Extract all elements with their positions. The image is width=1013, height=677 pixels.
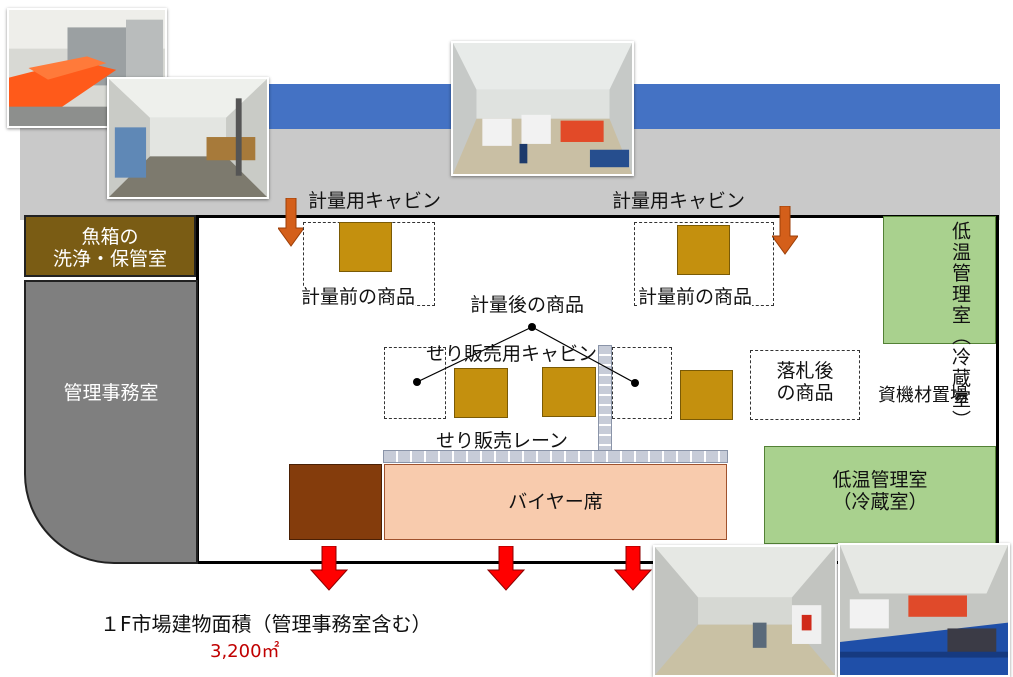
photo-weighing-area [451, 41, 634, 176]
auction-lane [383, 450, 728, 463]
cold-room-bottom: 低温管理室 （冷蔵室） [764, 446, 996, 544]
materials-area-label: 資機材置場 [878, 385, 968, 406]
seats-photo-icon [840, 545, 1008, 675]
office-room: 管理事務室 [24, 280, 198, 564]
auction-area-right [612, 347, 672, 419]
photo-buyer-seats [838, 543, 1010, 677]
photo-auction-lane [653, 545, 837, 677]
area-title: １F市場建物面積（管理事務室含む） [100, 612, 432, 636]
auction-scale-1 [454, 368, 508, 418]
exit-arrow-icon [613, 546, 653, 591]
conveyor-photo-icon [9, 10, 165, 126]
auction-cabin-label: せり販売用キャビン [426, 343, 598, 365]
photo-storage-hall [107, 77, 269, 199]
auction-area-left [384, 347, 446, 419]
auction-scale-2 [542, 367, 596, 417]
scale-box-right [677, 225, 730, 275]
post-bid-line1: 落札後 [776, 360, 834, 382]
pre-weigh-right-label: 計量前の商品 [638, 286, 753, 308]
cold-room-bottom-line2: （冷蔵室） [832, 491, 928, 513]
weighing-photo-icon [453, 43, 632, 174]
hall-photo-icon [109, 79, 267, 197]
area-value: 3,200㎡ [210, 641, 280, 662]
buyer-side-block [289, 464, 382, 540]
pre-weigh-left-label: 計量前の商品 [301, 286, 416, 308]
cold-room-bottom-line1: 低温管理室 [832, 469, 928, 491]
fishbox-room-line2: 洗浄・保管室 [52, 248, 167, 270]
auction-lane-label: せり販売レーン [436, 430, 569, 452]
buyer-seats: バイヤー席 [384, 464, 727, 540]
exit-arrow-icon [309, 546, 349, 591]
weigh-cabin-left-label: 計量用キャビン [308, 190, 442, 212]
arrow-down-icon [278, 198, 304, 247]
exit-arrow-icon [486, 546, 526, 591]
weigh-cabin-right-label: 計量用キャビン [612, 190, 746, 212]
lane-photo-icon [655, 547, 835, 675]
fishbox-room: 魚箱の 洗浄・保管室 [24, 215, 196, 277]
scale-box-left [339, 222, 392, 272]
arrow-down-icon [772, 206, 798, 255]
office-room-label: 管理事務室 [63, 382, 159, 404]
post-bid-line2: の商品 [776, 382, 834, 404]
cold-room-right: 低温管理室（冷蔵室） [883, 216, 996, 431]
auction-scale-3 [680, 370, 733, 420]
post-weigh-label: 計量後の商品 [470, 294, 585, 316]
post-bid-area: 落札後 の商品 [750, 350, 860, 420]
cold-room-right-label: 低温管理室（冷蔵室） [949, 221, 971, 431]
blue-band [268, 84, 1000, 129]
buyer-seats-label: バイヤー席 [508, 491, 603, 513]
photo-fishbox-washer [7, 8, 167, 128]
fishbox-room-line1: 魚箱の [81, 226, 139, 248]
post-weigh-connector [413, 323, 639, 387]
